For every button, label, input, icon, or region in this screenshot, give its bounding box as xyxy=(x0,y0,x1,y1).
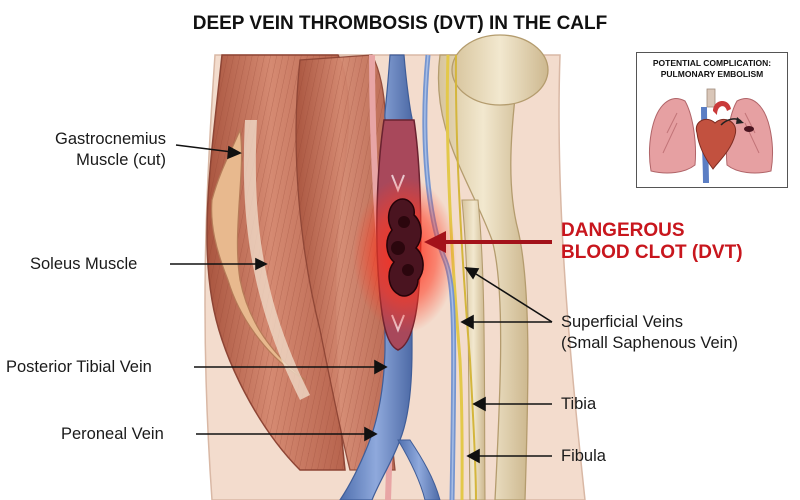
superficial-veins-label-line1: Superficial Veins xyxy=(561,313,683,331)
peroneal-vein-label: Peroneal Vein xyxy=(61,425,164,443)
lungs-heart-illustration xyxy=(649,88,773,183)
superficial-veins-label-line2: (Small Saphenous Vein) xyxy=(561,334,739,352)
superficial-veins-label: Superficial Veins (Small Saphenous Vein) xyxy=(561,312,738,354)
blood-clot xyxy=(386,198,424,297)
posterior-tibial-vein-label: Posterior Tibial Vein xyxy=(6,358,152,376)
inset-title-line1: POTENTIAL COMPLICATION: xyxy=(652,58,772,68)
fibula-bone xyxy=(461,199,486,500)
clot-callout-line2: BLOOD CLOT (DVT) xyxy=(561,242,743,263)
inset-title: POTENTIAL COMPLICATION: PULMONARY EMBOLI… xyxy=(637,58,787,80)
fibula-label: Fibula xyxy=(561,447,606,465)
gastrocnemius-label-line1: Gastrocnemius xyxy=(55,130,166,148)
tibia-label: Tibia xyxy=(561,395,597,413)
gastrocnemius-label: Gastrocnemius Muscle (cut) xyxy=(14,129,166,171)
gastrocnemius-label-line2: Muscle (cut) xyxy=(76,151,166,169)
pulmonary-embolism-inset: POTENTIAL COMPLICATION: PULMONARY EMBOLI… xyxy=(636,52,788,188)
diagram-title: DEEP VEIN THROMBOSIS (DVT) IN THE CALF xyxy=(192,13,608,34)
clot-callout: DANGEROUS BLOOD CLOT (DVT) xyxy=(561,220,743,264)
tibia-bone xyxy=(437,54,529,500)
inset-title-line2: PULMONARY EMBOLISM xyxy=(660,69,764,79)
clot-callout-line1: DANGEROUS xyxy=(561,220,685,241)
soleus-label: Soleus Muscle xyxy=(30,255,138,273)
